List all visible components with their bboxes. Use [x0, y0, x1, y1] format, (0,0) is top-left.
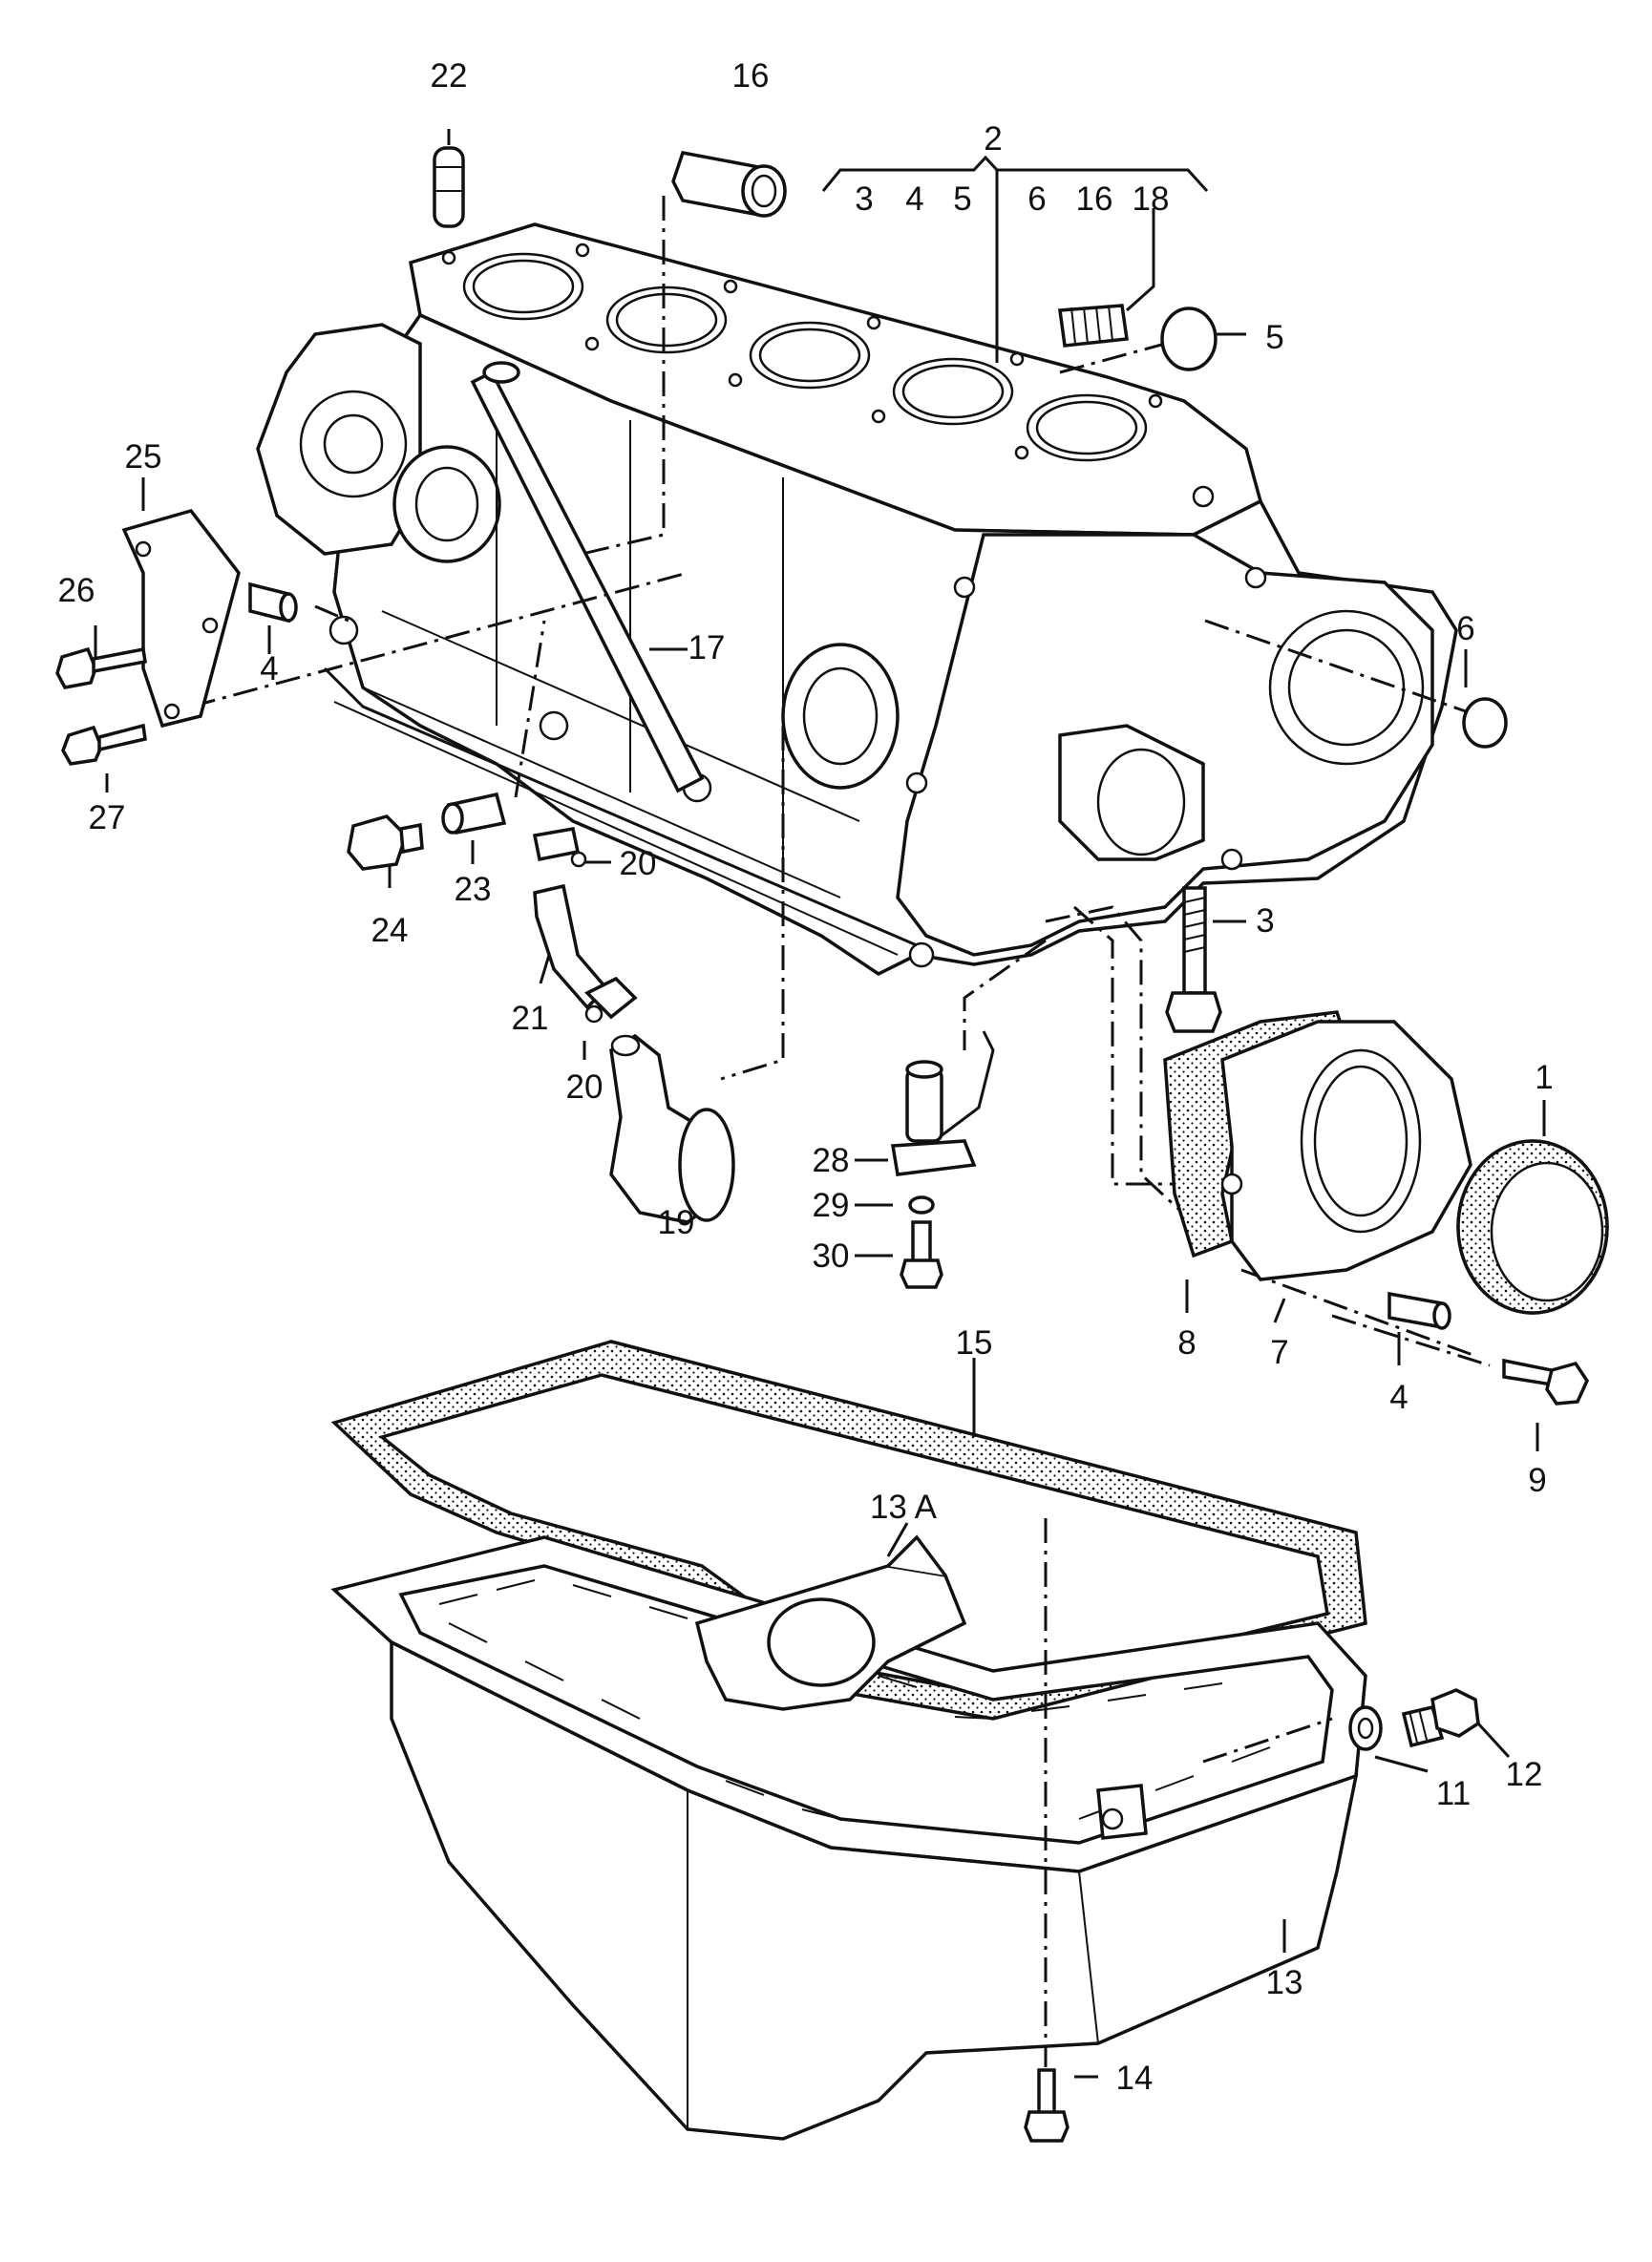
part-16-plunger: [671, 150, 787, 218]
engine-block: [256, 222, 1458, 977]
part-25-cover-plate: [121, 508, 241, 729]
label-16: 16: [732, 57, 770, 95]
part-1-oil-seal: [1456, 1139, 1609, 1315]
label-20-lower: 20: [566, 1068, 604, 1106]
part-30-bolt: [900, 1220, 943, 1289]
label-3: 3: [1256, 902, 1274, 940]
part-4-dowel-left: [248, 581, 298, 624]
part-20-clamp-lower: [584, 976, 638, 1024]
part-13-oil-pan: [330, 1534, 1367, 2141]
label-28: 28: [813, 1142, 850, 1179]
label-4-right: 4: [1389, 1379, 1408, 1416]
label-15: 15: [956, 1324, 993, 1362]
label-2-sub-5: 5: [953, 180, 971, 218]
label-2-sub-4: 4: [905, 180, 923, 218]
label-2-sub-16: 16: [1076, 180, 1113, 218]
part-29-washer: [908, 1195, 935, 1215]
part-5-cap: [1160, 307, 1218, 371]
label-4-left: 4: [260, 650, 278, 687]
part-7-seal-flange: [1220, 1020, 1472, 1281]
label-9: 9: [1528, 1462, 1546, 1499]
label-12: 12: [1506, 1756, 1543, 1793]
part-26-bolt: [55, 646, 147, 689]
label-17: 17: [688, 629, 726, 666]
part-3-bolt: [1165, 886, 1222, 1033]
label-29: 29: [813, 1187, 850, 1224]
label-6: 6: [1456, 610, 1474, 647]
pan-leader-lines: [886, 1358, 1511, 2079]
label-24: 24: [371, 912, 409, 949]
label-25: 25: [125, 438, 162, 476]
callout-labels: 22 16 2 3 4 5 6 16 18 5 25 26 6 4 17 27 …: [58, 57, 1554, 2097]
label-22: 22: [431, 57, 468, 95]
part-6-plug: [1462, 697, 1508, 749]
label-5: 5: [1265, 319, 1283, 356]
part-12-drain-plug: [1401, 1688, 1480, 1748]
part-9-bolt: [1502, 1358, 1589, 1406]
label-1: 1: [1535, 1059, 1553, 1096]
label-13a: 13 A: [870, 1489, 938, 1526]
label-8: 8: [1177, 1324, 1196, 1362]
part-19-oil-strainer: [609, 1033, 735, 1224]
label-21: 21: [512, 1000, 549, 1037]
label-2-sub-6: 6: [1027, 180, 1046, 218]
label-26: 26: [58, 572, 95, 609]
part-11-seal-ring: [1348, 1705, 1383, 1751]
label-2-sub-18: 18: [1133, 180, 1170, 218]
label-23: 23: [455, 871, 492, 908]
label-13: 13: [1266, 1964, 1303, 2001]
part-14-bolt: [1024, 2068, 1070, 2143]
label-30: 30: [813, 1237, 850, 1275]
label-11: 11: [1436, 1775, 1471, 1812]
part-22-sleeve: [433, 146, 465, 228]
part-27-bolt: [61, 723, 147, 766]
part-20-clamp-upper: [532, 826, 587, 868]
part-4-dowel-right: [1387, 1291, 1451, 1330]
part-23-cap: [441, 792, 507, 835]
label-19: 19: [658, 1204, 695, 1241]
label-20-upper: 20: [620, 845, 657, 882]
label-2: 2: [984, 120, 1002, 158]
label-14: 14: [1116, 2060, 1154, 2097]
label-7: 7: [1270, 1334, 1288, 1371]
part-18-spring: [1058, 304, 1129, 348]
part-24-plug: [347, 814, 424, 871]
label-2-sub-3: 3: [855, 180, 873, 218]
part-28-sensor-bracket: [890, 1030, 995, 1176]
leader-lines: [94, 129, 1546, 1451]
label-27: 27: [89, 799, 126, 836]
part-15-pan-gasket: [330, 1340, 1367, 1721]
